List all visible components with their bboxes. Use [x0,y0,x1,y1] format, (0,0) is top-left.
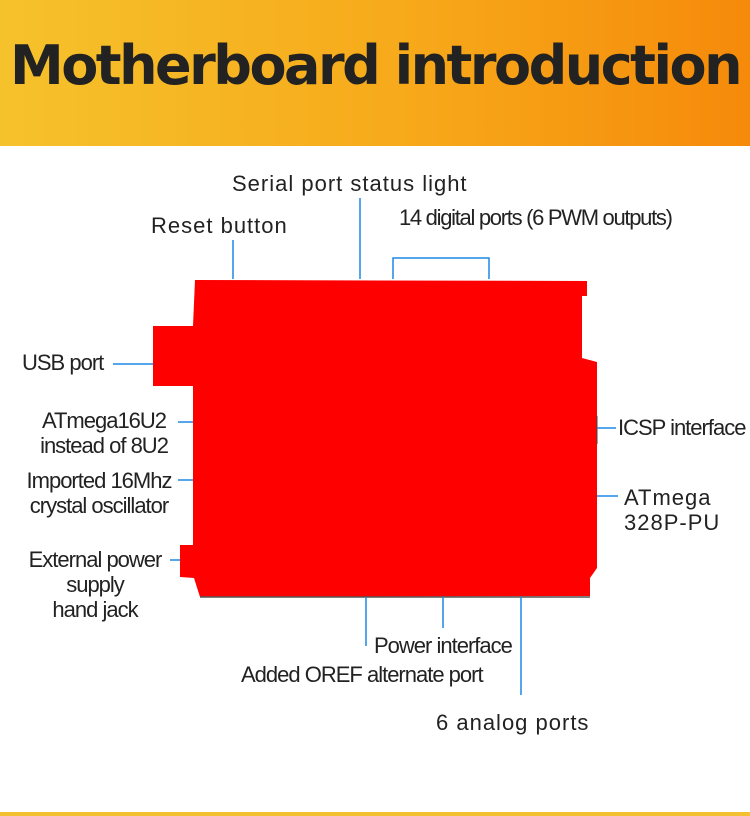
label-power-interface: Power interface [374,633,513,658]
leader-lines [113,198,618,695]
label-atmega328: ATmega 328P-PU [624,485,720,535]
leader-digital-ports [392,257,490,279]
bottom-accent-bar [0,812,750,816]
motherboard-shape [153,280,597,597]
label-power-jack-line1: External power [28,547,163,572]
label-crystal-oscillator: Imported 16Mhz crystal oscillator [22,468,176,518]
label-atmega16u2-line1: ATmega16U2 [41,408,167,433]
label-atmega328-line1: ATmega [624,485,712,510]
label-reset-button: Reset button [151,213,288,238]
label-atmega16u2-line2: instead of 8U2 [40,433,169,458]
label-usb-port: USB port [22,350,104,375]
label-crystal-line2: crystal oscillator [29,493,169,518]
label-power-jack: External power supply hand jack [20,547,170,622]
label-oref-port: Added OREF alternate port [241,662,484,687]
label-power-jack-line3: hand jack [52,597,138,622]
label-analog-ports: 6 analog ports [436,710,590,735]
label-crystal-line1: Imported 16Mhz [26,468,173,493]
label-atmega16u2: ATmega16U2 instead of 8U2 [37,408,171,458]
label-icsp-interface: ICSP interface [618,415,746,440]
label-power-jack-line2: supply [66,572,125,597]
title-banner: Motherboard introduction [0,0,750,146]
label-serial-status-light: Serial port status light [232,171,468,196]
label-digital-ports: 14 digital ports (6 PWM outputs) [399,205,673,230]
page-title: Motherboard introduction [9,34,743,97]
label-atmega328-line2: 328P-PU [624,510,721,535]
